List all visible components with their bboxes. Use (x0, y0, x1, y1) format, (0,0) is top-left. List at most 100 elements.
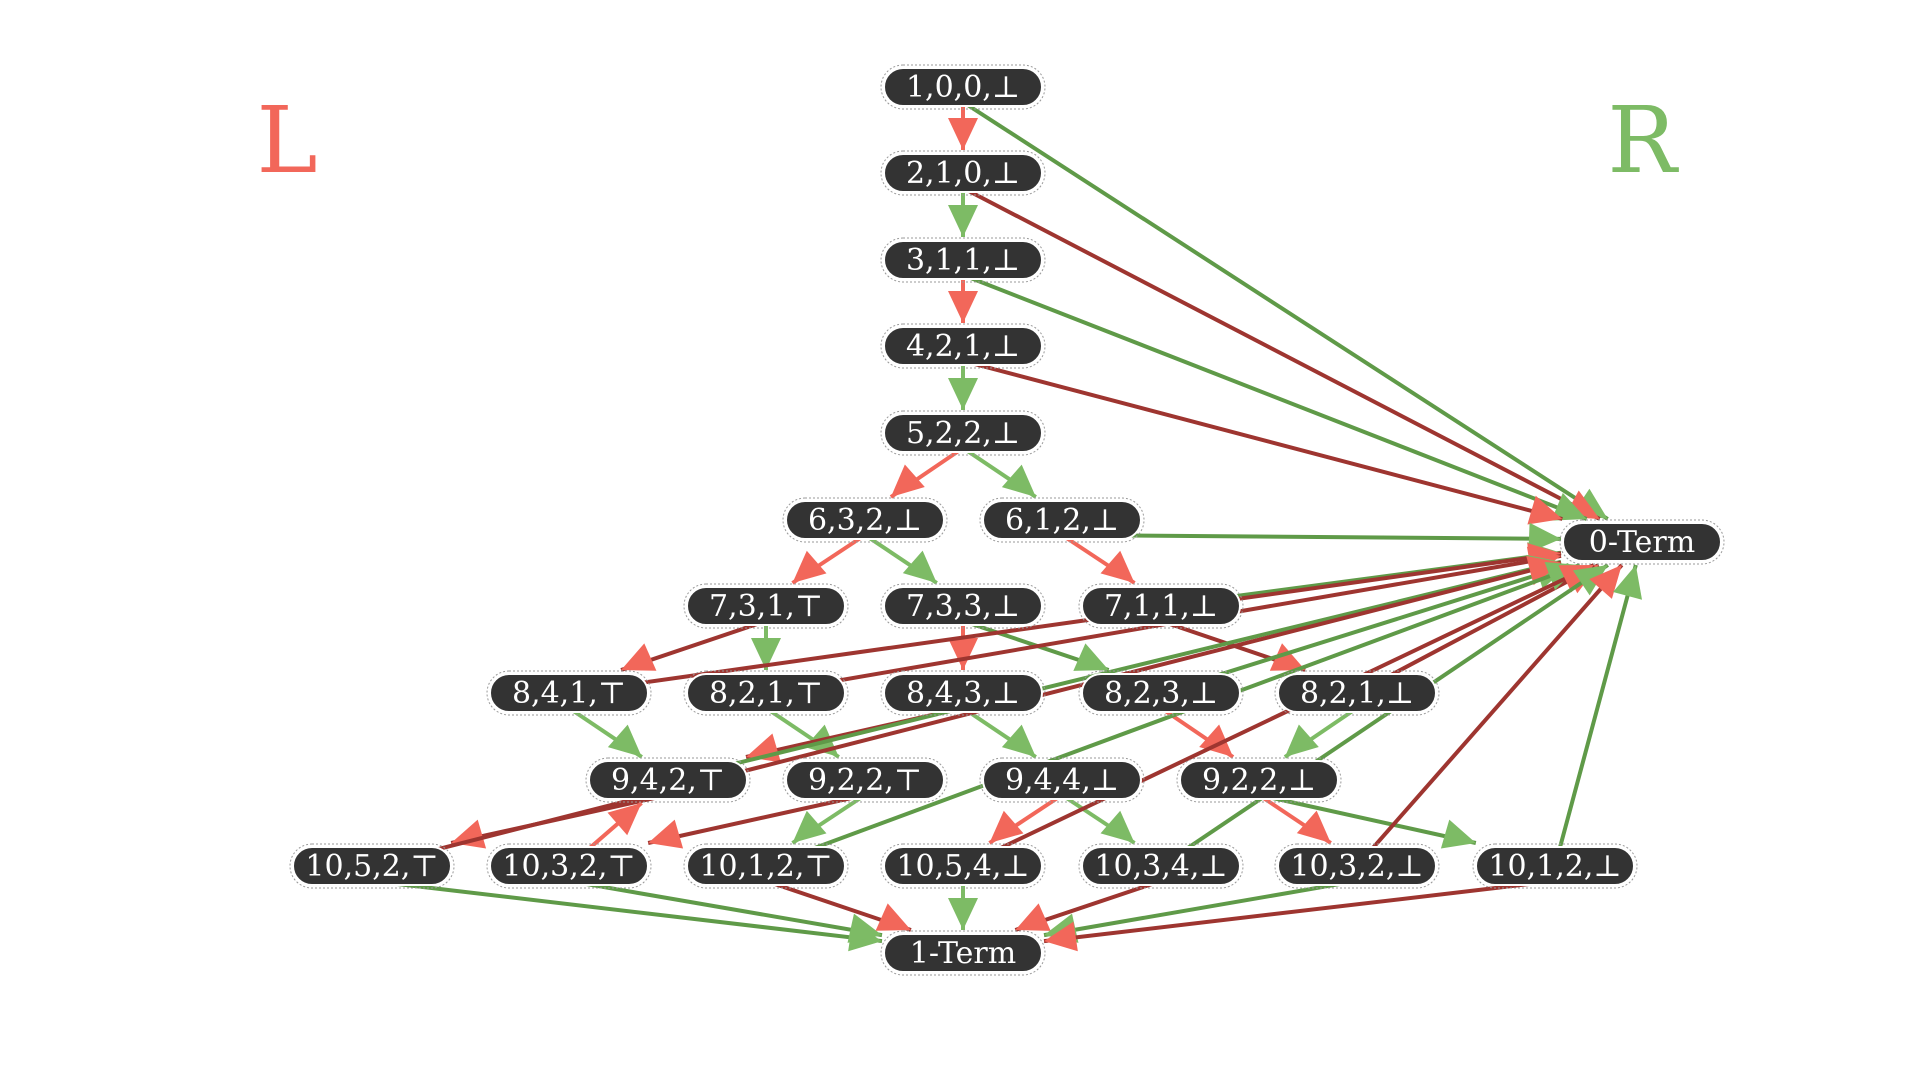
node-label: 8,2,1,⊥ (1300, 676, 1414, 711)
edge-n9a-n10a (450, 793, 669, 849)
node-box (1277, 846, 1437, 886)
node-n10e: 10,3,4,⊥ (1078, 843, 1244, 889)
edge-n10c-one (765, 879, 912, 932)
edge-arrowhead (1440, 819, 1476, 849)
edge-n10b-one (568, 879, 883, 943)
edge-line (647, 793, 866, 845)
edge-n7a-n8b (751, 621, 781, 670)
edge-arrowhead (751, 638, 781, 670)
edge-n10g-zero (1553, 564, 1643, 867)
node-label: 8,2,3,⊥ (1104, 676, 1218, 711)
node-label: 10,5,2,⊤ (305, 849, 438, 884)
edge-arrowhead (1613, 565, 1643, 600)
node-box (883, 240, 1043, 280)
node-halo (683, 670, 849, 716)
edge-line (1043, 879, 1556, 944)
node-box (883, 67, 1043, 107)
edge-arrowhead (1100, 550, 1135, 583)
node-halo (782, 497, 948, 543)
edge-arrowhead (607, 803, 642, 836)
node-n1: 1,0,0,⊥ (880, 64, 1046, 110)
node-label: 10,3,4,⊥ (1094, 849, 1227, 884)
edge-line (371, 879, 883, 944)
node-label: 5,2,2,⊥ (906, 416, 1020, 451)
node-box (883, 846, 1043, 886)
node-n10d: 10,5,4,⊥ (880, 843, 1046, 889)
node-box (1562, 522, 1722, 562)
node-label: 7,1,1,⊥ (1104, 589, 1218, 624)
node-one: 1-Term (880, 930, 1046, 976)
edge-n3-n4 (948, 275, 978, 323)
node-n9c: 9,4,4,⊥ (979, 757, 1145, 803)
node-n2: 2,1,0,⊥ (880, 150, 1046, 196)
node-n9a: 9,4,2,⊤ (585, 757, 751, 803)
node-box (1277, 673, 1437, 713)
node-halo (979, 757, 1145, 803)
edge-n8c-n9c (961, 706, 1037, 759)
node-halo (880, 670, 1046, 716)
node-box (686, 846, 846, 886)
node-label: 9,4,4,⊥ (1005, 763, 1119, 798)
edge-n9c-n10e (1060, 793, 1136, 845)
edge-arrowhead (847, 913, 882, 943)
node-n10g: 10,1,2,⊥ (1472, 843, 1638, 889)
edge-n1-zero (961, 100, 1609, 521)
node-label: 3,1,1,⊥ (906, 243, 1020, 278)
edge-arrowhead (1073, 643, 1109, 671)
edge-arrowhead (1001, 464, 1036, 497)
node-n10f: 10,3,2,⊥ (1274, 843, 1440, 889)
node-label: 10,1,2,⊥ (1488, 849, 1621, 884)
node-n6b: 6,1,2,⊥ (979, 497, 1145, 543)
edge-line (1553, 564, 1638, 867)
node-label: 10,5,4,⊥ (896, 849, 1029, 884)
edge-arrowhead (792, 810, 827, 843)
edge-line (568, 879, 883, 938)
edge-arrowhead (989, 810, 1024, 843)
node-box (1179, 760, 1339, 800)
node-halo (1274, 670, 1440, 716)
node-box (785, 500, 945, 540)
node-box (883, 586, 1043, 626)
node-halo (683, 843, 849, 889)
edge-arrowhead (902, 550, 937, 583)
node-label: 8,4,1,⊤ (512, 676, 626, 711)
node-halo (880, 843, 1046, 889)
node-halo (1078, 670, 1244, 716)
edge-n8a-n9a (567, 706, 643, 759)
edge-line (961, 100, 1609, 521)
node-n7c: 7,1,1,⊥ (1078, 583, 1244, 629)
edge-line (1061, 533, 1562, 541)
edge-line (1355, 563, 1624, 868)
edge-arrowhead (948, 898, 978, 930)
node-zero: 0-Term (1559, 519, 1725, 565)
edge-arrowhead (948, 638, 978, 670)
edge-arrowhead (1284, 724, 1319, 757)
edge-n9d-n10f (1257, 793, 1332, 845)
nodes-layer: 1,0,0,⊥2,1,0,⊥3,1,1,⊥4,2,1,⊥5,2,2,⊥6,3,2… (289, 64, 1725, 976)
node-n9d: 9,2,2,⊥ (1176, 757, 1342, 803)
edge-n10d-one (948, 881, 978, 930)
node-label: 10,3,2,⊥ (1290, 849, 1423, 884)
edge-arrowhead (1527, 495, 1563, 525)
node-box (292, 846, 452, 886)
edge-arrowhead (621, 643, 657, 671)
node-label: 6,1,2,⊥ (1005, 503, 1119, 538)
node-n8d: 8,2,3,⊥ (1078, 670, 1244, 716)
node-box (1081, 673, 1241, 713)
node-n5: 5,2,2,⊥ (880, 410, 1046, 456)
node-box (1475, 846, 1635, 886)
edge-arrowhead (890, 464, 925, 497)
node-label: 1-Term (910, 936, 1016, 971)
edge-arrowhead (1572, 565, 1608, 596)
edge-arrowhead (1100, 810, 1135, 843)
edge-n9b-n10c (791, 793, 867, 845)
node-label: 9,2,2,⊤ (808, 763, 922, 798)
node-n8e: 8,2,1,⊥ (1274, 670, 1440, 716)
node-box (588, 760, 748, 800)
node-halo (289, 843, 455, 889)
node-label: 9,2,2,⊥ (1202, 763, 1316, 798)
edge-n7a-n8a (620, 619, 767, 672)
edge-arrowhead (1551, 492, 1587, 521)
edge-arrowhead (792, 550, 827, 583)
node-label: 10,1,2,⊤ (699, 849, 832, 884)
